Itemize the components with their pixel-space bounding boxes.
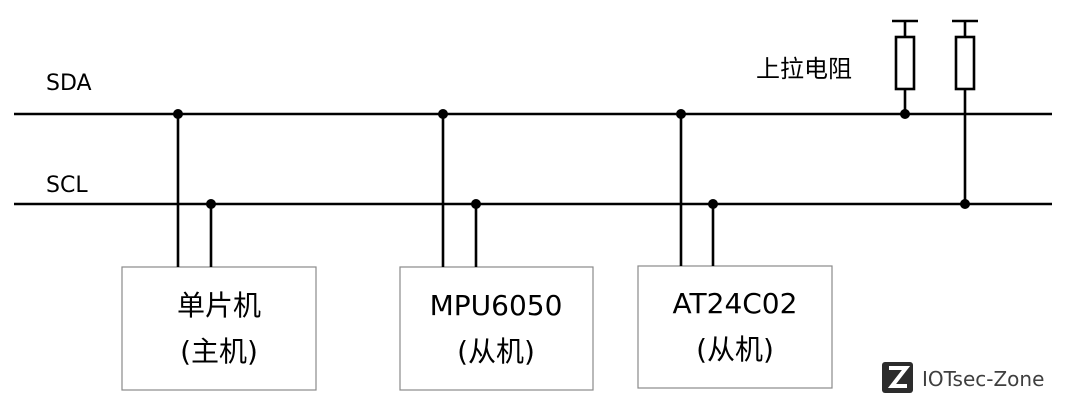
scl-label: SCL (46, 173, 88, 198)
watermark: IOTsec-Zone (882, 362, 1044, 393)
pullup-resistor-scl (952, 19, 978, 209)
device-mpu6050-role: (从机) (457, 335, 535, 368)
mcu-scl-junction (206, 199, 216, 209)
watermark-text: IOTsec-Zone (922, 367, 1044, 391)
eeprom-sda-junction (676, 109, 686, 119)
device-mpu6050-name: MPU6050 (430, 289, 563, 322)
pullup-scl-resistor-body (954, 35, 976, 91)
pullup-label: 上拉电阻 (756, 55, 852, 83)
device-mpu6050: MPU6050 (从机) (399, 266, 594, 391)
device-at24c02: AT24C02 (从机) (637, 265, 833, 389)
watermark-logo-icon (882, 362, 913, 393)
sda-label: SDA (46, 71, 92, 96)
pullup-sda-junction (900, 109, 910, 119)
device-at24c02-role: (从机) (696, 333, 774, 366)
device-at24c02-box (637, 265, 833, 389)
device-mcu-role: (主机) (180, 335, 258, 368)
device-mcu-box (121, 266, 317, 391)
mpu-scl-junction (471, 199, 481, 209)
device-mcu-name: 单片机 (177, 289, 261, 322)
pullup-sda-resistor-body (894, 35, 916, 91)
device-mcu: 单片机 (主机) (121, 266, 317, 391)
pullup-resistor-sda (892, 19, 918, 119)
device-at24c02-name: AT24C02 (673, 287, 798, 320)
device-mpu6050-box (399, 266, 594, 391)
mcu-sda-junction (173, 109, 183, 119)
eeprom-scl-junction (708, 199, 718, 209)
pullup-scl-junction (960, 199, 970, 209)
mpu-sda-junction (438, 109, 448, 119)
